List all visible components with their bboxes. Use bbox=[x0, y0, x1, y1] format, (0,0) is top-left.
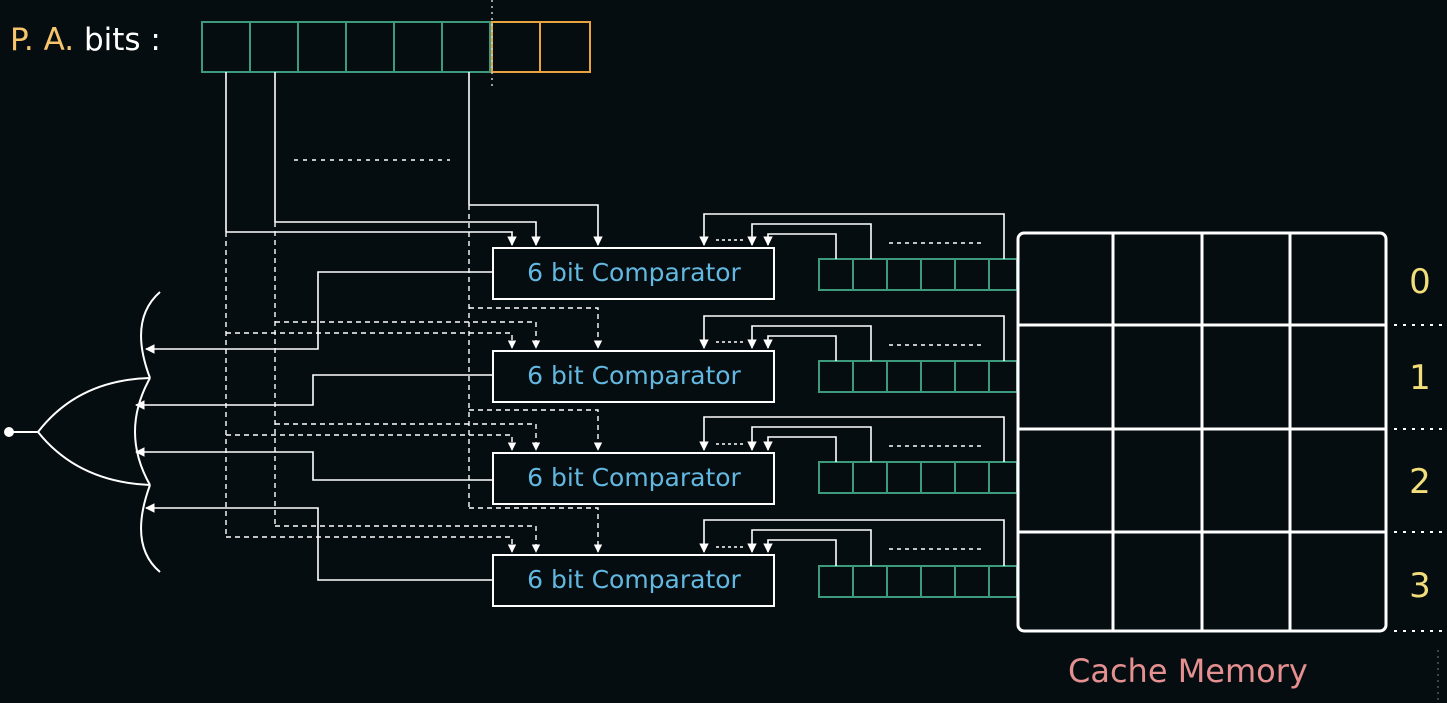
comparator-0-label: 6 bit Comparator bbox=[527, 258, 741, 287]
cache-row-1-label: 1 bbox=[1409, 358, 1431, 398]
comparator-2 bbox=[492, 452, 775, 505]
or-gate bbox=[4, 291, 161, 573]
pa-label-prefix: P. A. bbox=[10, 22, 75, 58]
cache-row-3-label: 3 bbox=[1409, 566, 1431, 606]
comparator-3-label: 6 bit Comparator bbox=[527, 565, 741, 594]
cache-memory-title: Cache Memory bbox=[1068, 652, 1308, 690]
tag-store-1 bbox=[699, 315, 1018, 393]
tag-lines-comparator-1 bbox=[226, 307, 603, 349]
pa-tag-bit-cell bbox=[441, 21, 491, 73]
pa-tag-bit-cell bbox=[297, 21, 347, 73]
cache-row-0-label: 0 bbox=[1409, 262, 1431, 302]
tag-lines-comparator-3 bbox=[226, 507, 603, 553]
pa-offset-bit-cell bbox=[491, 21, 541, 73]
pa-tag-bit-cell bbox=[393, 21, 443, 73]
tag-store-0 bbox=[699, 213, 1018, 291]
comparator-1 bbox=[492, 350, 775, 403]
comparator-0 bbox=[492, 247, 775, 300]
pa-bits-register bbox=[201, 0, 591, 90]
tag-store-3 bbox=[699, 519, 1018, 598]
pa-offset-bit-cell bbox=[539, 21, 591, 73]
tag-bit-lines bbox=[225, 72, 470, 232]
cache-memory-grid bbox=[1016, 231, 1388, 633]
pa-tag-bit-cell bbox=[345, 21, 395, 73]
pa-tag-bit-cell bbox=[201, 21, 251, 73]
tag-store-2 bbox=[699, 416, 1018, 494]
comparator-outputs bbox=[135, 271, 493, 581]
pa-tag-bit-cell bbox=[249, 21, 299, 73]
cache-row-2-label: 2 bbox=[1409, 462, 1431, 502]
comparator-1-label: 6 bit Comparator bbox=[527, 361, 741, 390]
or-gate-output-node bbox=[4, 427, 14, 437]
pa-bits-label: P. A. bits : bbox=[10, 22, 161, 58]
pa-label-suffix: bits : bbox=[83, 22, 161, 58]
tag-lines-comparator-0 bbox=[226, 204, 603, 246]
tag-lines-comparator-2 bbox=[226, 409, 603, 451]
comparators bbox=[492, 247, 775, 607]
comparator-2-label: 6 bit Comparator bbox=[527, 463, 741, 492]
tag-lines-dashed bbox=[225, 205, 470, 537]
